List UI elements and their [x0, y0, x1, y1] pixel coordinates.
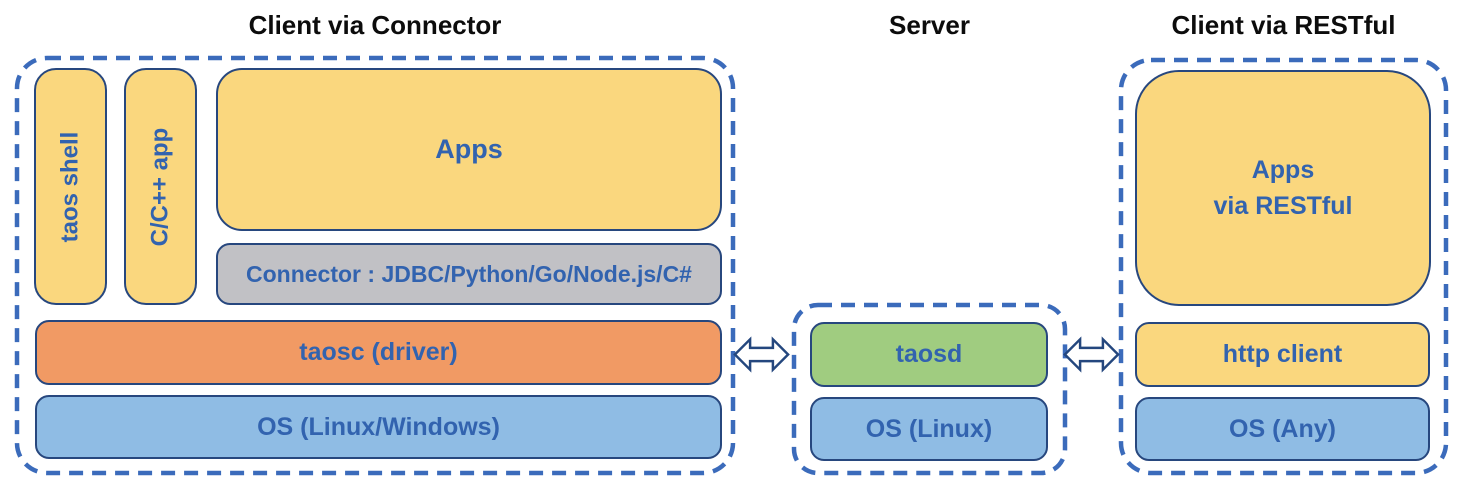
- taosd-box: taosd: [810, 322, 1048, 387]
- os-linux-windows-box: OS (Linux/Windows): [35, 395, 722, 459]
- taosc-driver-box: taosc (driver): [35, 320, 722, 385]
- os-linux-box: OS (Linux): [810, 397, 1048, 461]
- os-any-box: OS (Any): [1135, 397, 1430, 461]
- server-dashed-container: [791, 302, 1068, 476]
- apps-box: Apps: [216, 68, 722, 231]
- section-title-server: Server: [889, 10, 970, 40]
- client-restful-dashed-container: [1118, 57, 1449, 476]
- section-title-client-via-connector: Client via Connector: [248, 10, 502, 40]
- cpp-app-label: C/C++ app: [146, 127, 174, 246]
- client-connector-dashed-container: [14, 55, 736, 476]
- http-client-box: http client: [1135, 322, 1430, 387]
- taos-shell-box: taos shell: [34, 68, 107, 305]
- taos-shell-label: taos shell: [56, 131, 84, 242]
- bidirectional-arrow-icon: [1063, 331, 1120, 378]
- apps-via-restful-box: Apps via RESTful: [1135, 70, 1431, 306]
- section-title-client-via-restful: Client via RESTful: [1171, 10, 1396, 40]
- cpp-app-box: C/C++ app: [124, 68, 197, 305]
- connector-box: Connector : JDBC/Python/Go/Node.js/C#: [216, 243, 722, 305]
- bidirectional-arrow-icon: [733, 331, 790, 378]
